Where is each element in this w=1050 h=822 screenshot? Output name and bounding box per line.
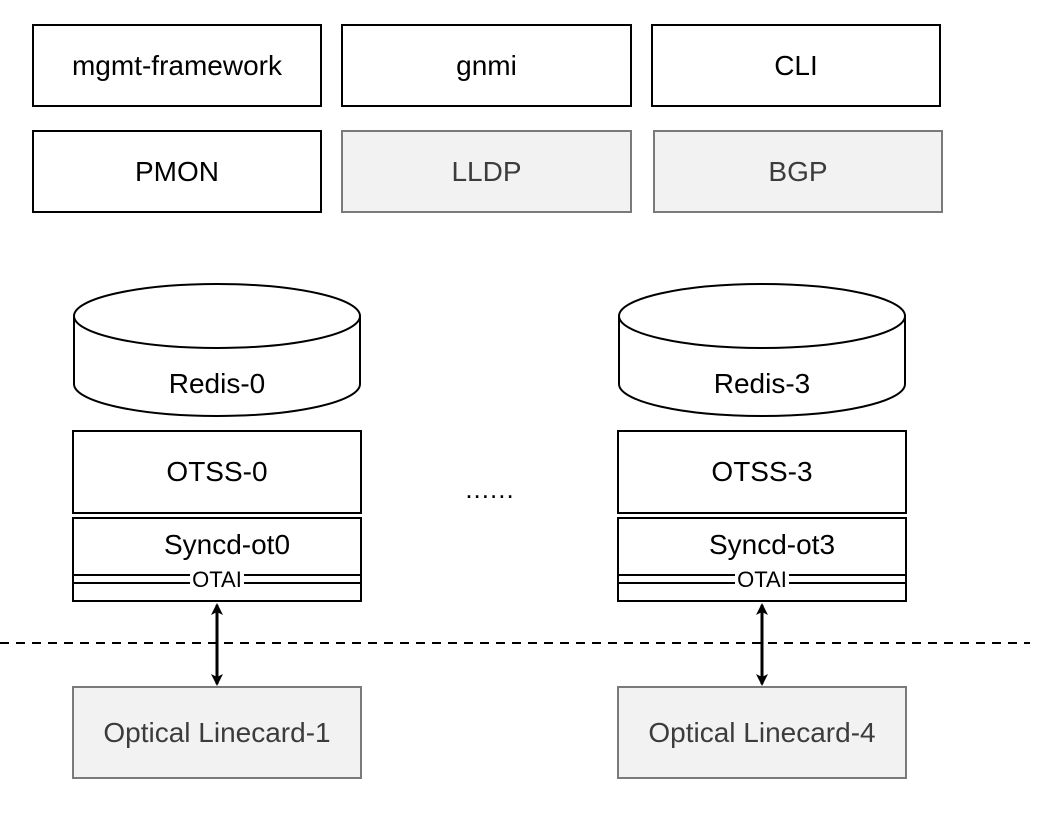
optical-linecard-4-label: Optical Linecard-4: [648, 716, 876, 748]
redis-3-label: Redis-3: [713, 368, 811, 399]
otss-3-label: OTSS-3: [711, 456, 813, 487]
syncd-ot3-box: Syncd-ot3 OTAI: [617, 517, 907, 602]
redis-0-database: Redis-0: [72, 282, 362, 418]
otai-0-label: OTAI: [190, 567, 244, 592]
bgp-label: BGP: [768, 155, 828, 187]
syncd-ot3-label: Syncd-ot3: [708, 529, 836, 560]
optical-linecard-1-box: Optical Linecard-1: [72, 686, 362, 779]
gnmi-box: gnmi: [341, 24, 632, 107]
redis-3-database: Redis-3: [617, 282, 907, 418]
otai-3-label: OTAI: [735, 567, 789, 592]
cli-box: CLI: [651, 24, 941, 107]
mgmt-framework-box: mgmt-framework: [32, 24, 322, 107]
redis-3-cylinder-shape: [618, 283, 906, 417]
lldp-box: LLDP: [341, 130, 632, 213]
otss-0-box: OTSS-0: [72, 430, 362, 514]
pmon-label: PMON: [135, 155, 219, 187]
syncd-ot0-box: Syncd-ot0 OTAI: [72, 517, 362, 602]
optical-linecard-4-box: Optical Linecard-4: [617, 686, 907, 779]
gnmi-label: gnmi: [456, 49, 517, 81]
cli-label: CLI: [774, 49, 818, 81]
bgp-box: BGP: [653, 130, 943, 213]
syncd-ot0-label: Syncd-ot0: [163, 529, 291, 560]
pmon-box: PMON: [32, 130, 322, 213]
otss-0-label: OTSS-0: [166, 456, 268, 487]
otss-3-box: OTSS-3: [617, 430, 907, 514]
redis-0-label: Redis-0: [168, 368, 266, 399]
optical-linecard-1-label: Optical Linecard-1: [103, 716, 331, 748]
ellipsis: ......: [465, 474, 515, 504]
mgmt-framework-label: mgmt-framework: [71, 49, 282, 81]
redis-0-cylinder-shape: [73, 283, 361, 417]
lldp-label: LLDP: [451, 155, 522, 187]
